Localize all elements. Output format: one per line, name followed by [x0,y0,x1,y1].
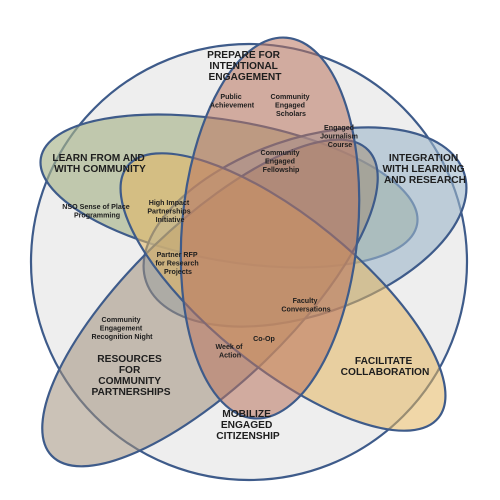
label-prepare: PREPARE FOR INTENTIONAL ENGAGEMENT [207,50,283,83]
item-week-of-action: Week of Action [215,343,244,360]
item-co-op: Co-Op [253,335,275,343]
item-community-engaged-scholars: Community Engaged Scholars [271,93,312,118]
item-nso-sense-of-place: NSO Sense of Place Programming [62,203,131,220]
label-learn: LEARN FROM AND WITH COMMUNITY [52,153,147,175]
label-integration: INTEGRATION WITH LEARNING AND RESEARCH [383,153,468,186]
item-community-engagement-recognition: Community Engagement Recognition Night [91,316,153,341]
set-ellipses [39,36,468,468]
ellipse-prepare-intentional-engagement [179,36,361,420]
label-resources: RESOURCES FOR COMMUNITY PARTNERSHIPS [91,354,170,398]
item-public-achievement: Public Achievement [210,93,255,110]
item-partner-rfp: Partner RFP for Research Projects [155,251,200,276]
label-facilitate: FACILITATE COLLABORATION [341,356,430,378]
item-faculty-conversations: Faculty Conversations [281,297,330,314]
label-mobilize: MOBILIZE ENGAGED CITIZENSHIP [216,409,280,442]
item-community-engaged-fellowship: Community Engaged Fellowship [261,149,302,174]
item-engaged-journalism-course: Engaged Journalism Course [320,124,360,149]
item-high-impact-partnerships: High Impact Partnerships Initiative [147,199,192,224]
